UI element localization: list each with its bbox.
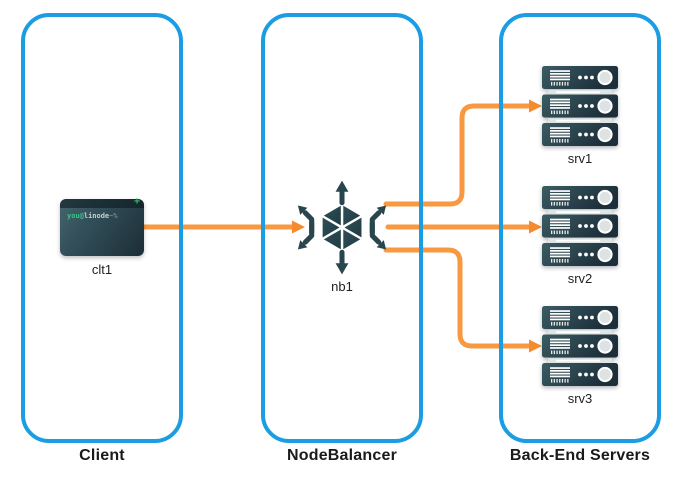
hexagon-wedges — [322, 205, 362, 250]
server-stack-srv1 — [542, 66, 618, 146]
zone-backend-servers — [499, 13, 661, 443]
nodebalancer-icon — [297, 180, 387, 275]
prompt-suffix: ~% — [109, 212, 118, 220]
prompt-user: you@ — [67, 212, 84, 220]
server-stack-srv2 — [542, 186, 618, 266]
balancer-out-arrowheads — [297, 180, 387, 275]
zone-title-client: Client — [79, 447, 125, 464]
node-label-clt1: clt1 — [91, 262, 113, 277]
node-label-nb1: nb1 — [331, 279, 353, 294]
client-terminal-icon: + you@linode~% — [60, 196, 144, 256]
zone-client — [21, 13, 183, 443]
terminal-prompt: you@linode~% — [67, 212, 118, 220]
node-label-srv3: srv3 — [567, 391, 593, 406]
zone-title-backend: Back-End Servers — [509, 447, 651, 464]
server-stack-srv3 — [542, 306, 618, 386]
node-label-srv2: srv2 — [567, 271, 593, 286]
zone-title-nodebalancer: NodeBalancer — [287, 447, 397, 464]
balancer-out-arrow-shafts — [302, 188, 382, 267]
terminal-titlebar — [60, 199, 144, 208]
terminal-plus-icon: + — [133, 196, 140, 207]
node-label-srv1: srv1 — [567, 151, 593, 166]
prompt-host: linode — [83, 212, 110, 220]
zone-nodebalancer — [261, 13, 423, 443]
